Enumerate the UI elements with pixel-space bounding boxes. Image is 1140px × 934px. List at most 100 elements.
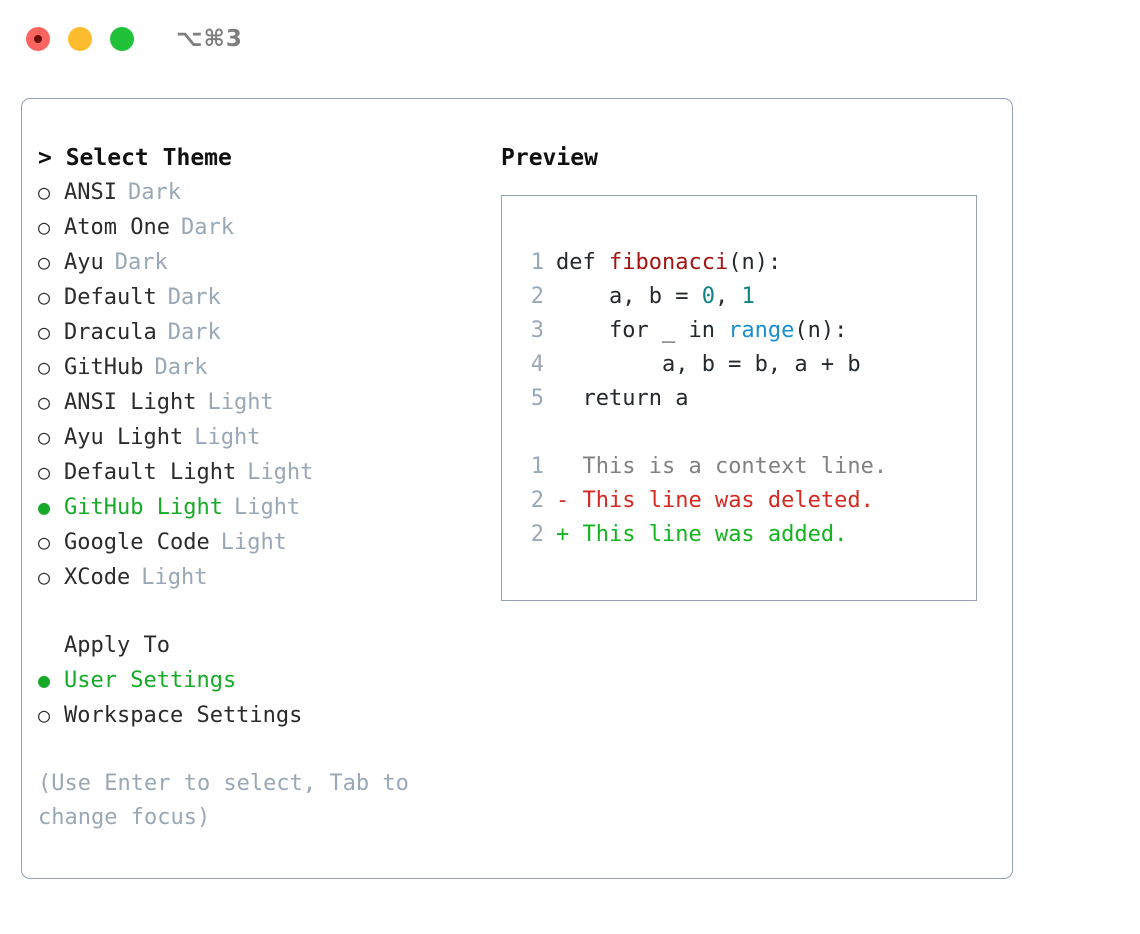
theme-option-label: ANSI bbox=[64, 180, 117, 205]
code-token-plain: a, b = b, a + b bbox=[556, 352, 861, 377]
theme-option-label: ANSI Light bbox=[64, 390, 197, 415]
line-number: 3 bbox=[530, 318, 544, 343]
diff-line-add: 2+ This line was added. bbox=[516, 518, 976, 552]
preview-title: Preview bbox=[501, 145, 598, 171]
list-spacer bbox=[38, 595, 478, 629]
theme-option-tag: Dark bbox=[127, 180, 181, 205]
code-token-plain: (n): bbox=[728, 250, 782, 275]
radio-unselected-icon: ○ bbox=[38, 530, 51, 554]
code-line: 5 return a bbox=[516, 382, 976, 416]
theme-option-tag: Light bbox=[141, 565, 208, 590]
apply-to-option-workspace-settings[interactable]: ○ Workspace Settings bbox=[38, 698, 478, 733]
theme-option-tag: Dark bbox=[180, 215, 234, 240]
theme-option-google-code[interactable]: ○ Google Code Light bbox=[38, 525, 478, 560]
diff-marker bbox=[556, 450, 569, 484]
theme-option-label: Default bbox=[64, 285, 157, 310]
theme-option-tag: Light bbox=[233, 495, 301, 520]
code-token-plain: , bbox=[714, 284, 742, 309]
apply-to-option-user-settings[interactable]: ●User Settings bbox=[38, 663, 478, 698]
radio-unselected-icon: ○ bbox=[38, 703, 51, 727]
diff-text: This is a context line. bbox=[569, 454, 888, 479]
radio-selected-icon: ● bbox=[38, 668, 51, 692]
apply-to-list: ●User Settings ○ Workspace Settings bbox=[38, 663, 478, 733]
radio-selected-icon: ● bbox=[38, 495, 51, 519]
theme-option-github-light[interactable]: ● GitHub Light Light bbox=[38, 490, 478, 525]
close-button-icon[interactable] bbox=[26, 27, 50, 51]
code-token-plain: def bbox=[556, 250, 609, 275]
theme-option-label: GitHub bbox=[64, 355, 144, 380]
theme-option-ansi-light[interactable]: ○ ANSI Light Light bbox=[38, 385, 478, 420]
theme-option-tag: Light bbox=[220, 530, 287, 555]
theme-option-ansi[interactable]: ○ ANSI Dark bbox=[38, 175, 478, 210]
theme-option-label: Atom One bbox=[64, 215, 170, 240]
code-diff-spacer bbox=[516, 416, 976, 450]
theme-option-tag: Dark bbox=[167, 285, 221, 310]
radio-unselected-icon: ○ bbox=[38, 285, 51, 309]
apply-to-heading: Apply To bbox=[64, 633, 170, 658]
theme-option-xcode[interactable]: ○ XCode Light bbox=[38, 560, 478, 595]
page-title: > Select Theme bbox=[38, 145, 232, 171]
code-token-fn: fibonacci bbox=[608, 250, 729, 275]
code-token-plain: for _ in bbox=[556, 318, 729, 343]
theme-option-tag: Dark bbox=[114, 250, 168, 275]
line-number: 2 bbox=[530, 522, 544, 547]
theme-option-tag: Dark bbox=[154, 355, 208, 380]
radio-unselected-icon: ○ bbox=[38, 250, 51, 274]
line-number: 2 bbox=[530, 488, 544, 513]
title-bar: ⌥⌘3 bbox=[0, 0, 1140, 78]
radio-unselected-icon: ○ bbox=[38, 565, 51, 589]
code-line: 4 a, b = b, a + b bbox=[516, 348, 976, 382]
radio-unselected-icon: ○ bbox=[38, 180, 51, 204]
code-line: 3 for _ in range(n): bbox=[516, 314, 976, 348]
line-number: 2 bbox=[530, 284, 544, 309]
line-number: 5 bbox=[530, 386, 544, 411]
code-token-plain: (n): bbox=[794, 318, 848, 343]
theme-option-tag: Light bbox=[207, 390, 274, 415]
theme-option-tag: Light bbox=[247, 460, 314, 485]
radio-unselected-icon: ○ bbox=[38, 215, 51, 239]
code-token-num: 0 bbox=[701, 284, 715, 309]
theme-option-label: Google Code bbox=[64, 530, 210, 555]
radio-unselected-icon: ○ bbox=[38, 320, 51, 344]
minimize-button-icon[interactable] bbox=[68, 27, 92, 51]
diff-sample: 1 This is a context line.2- This line wa… bbox=[516, 450, 976, 552]
theme-option-ayu[interactable]: ○ Ayu Dark bbox=[38, 245, 478, 280]
window-title: ⌥⌘3 bbox=[176, 26, 243, 52]
theme-option-tag: Dark bbox=[167, 320, 221, 345]
theme-option-label: Ayu bbox=[64, 250, 104, 275]
code-token-num: 1 bbox=[741, 284, 755, 309]
diff-line-ctx: 1 This is a context line. bbox=[516, 450, 976, 484]
line-number: 1 bbox=[530, 454, 544, 479]
line-number: 4 bbox=[530, 352, 544, 377]
theme-option-label: GitHub Light bbox=[64, 495, 223, 520]
theme-option-label: Default Light bbox=[64, 460, 237, 485]
apply-to-option-label: Workspace Settings bbox=[64, 703, 303, 728]
diff-marker: - bbox=[556, 488, 570, 513]
traffic-light-group bbox=[26, 27, 134, 51]
diff-marker: + bbox=[556, 522, 570, 547]
theme-option-atom-one[interactable]: ○ Atom One Dark bbox=[38, 210, 478, 245]
keyboard-hint: (Use Enter to select, Tab to change focu… bbox=[38, 771, 409, 830]
code-token-plain: return a bbox=[556, 386, 689, 411]
radio-unselected-icon: ○ bbox=[38, 460, 51, 484]
diff-line-del: 2- This line was deleted. bbox=[516, 484, 976, 518]
theme-option-label: XCode bbox=[64, 565, 131, 590]
radio-unselected-icon: ○ bbox=[38, 390, 51, 414]
code-token-call: range bbox=[728, 318, 795, 343]
radio-unselected-icon: ○ bbox=[38, 425, 51, 449]
theme-option-default[interactable]: ○ Default Dark bbox=[38, 280, 478, 315]
theme-option-default-light[interactable]: ○ Default Light Light bbox=[38, 455, 478, 490]
maximize-button-icon[interactable] bbox=[110, 27, 134, 51]
theme-option-tag: Light bbox=[194, 425, 261, 450]
close-inner-dot-icon bbox=[34, 35, 42, 43]
